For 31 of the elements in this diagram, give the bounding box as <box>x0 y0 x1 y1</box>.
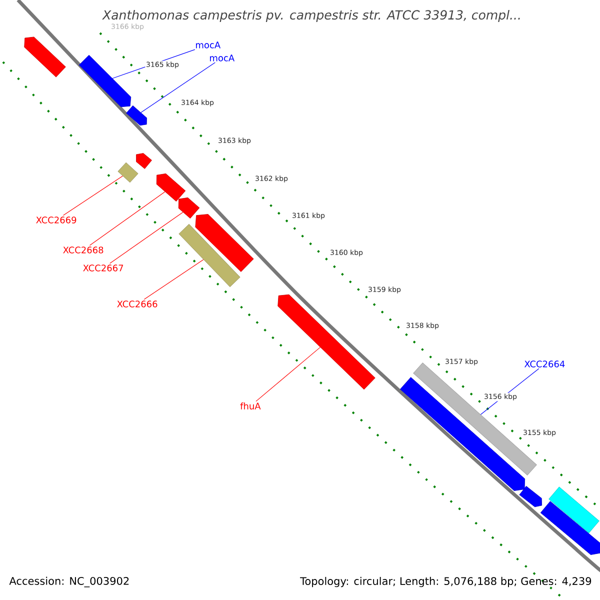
leader-line <box>89 192 166 246</box>
gene-feature <box>278 294 376 390</box>
gene-feature <box>178 224 240 288</box>
gene-feature <box>519 486 542 508</box>
leader-line <box>144 259 204 300</box>
gene-feature <box>548 486 600 534</box>
gene-feature <box>126 105 147 126</box>
gene-feature <box>136 153 152 169</box>
gene-feature <box>118 162 138 183</box>
gene-label: mocA <box>196 42 220 48</box>
gene-label: XCC2669 <box>36 216 76 224</box>
gene-feature <box>178 197 200 219</box>
title: Xanthomonas campestris pv. campestris str. ATCC 33913, compl... <box>102 10 520 22</box>
leader-line <box>62 176 123 216</box>
leader-line <box>140 62 216 113</box>
leader-line <box>110 212 184 264</box>
gene-feature <box>195 214 254 272</box>
leader-line <box>256 347 320 402</box>
accession-text: Accession: NC_003902 <box>9 576 129 588</box>
gene-label: XCC2664 <box>524 360 565 368</box>
gene-feature <box>540 501 600 555</box>
gene-label: mocA <box>210 54 234 62</box>
gene-feature <box>400 377 526 491</box>
gene-label: fhuA <box>240 402 261 410</box>
gene-feature <box>78 54 132 108</box>
gene-label: XCC2666 <box>117 300 158 308</box>
gene-label: XCC2667 <box>83 264 124 272</box>
gene-feature <box>156 173 186 202</box>
gene-label: XCC2668 <box>63 246 104 254</box>
gene-feature <box>24 36 66 78</box>
genome-info-text: Topology: circular; Length: 5,076,188 bp; Genes: 4,239 <box>300 576 592 588</box>
